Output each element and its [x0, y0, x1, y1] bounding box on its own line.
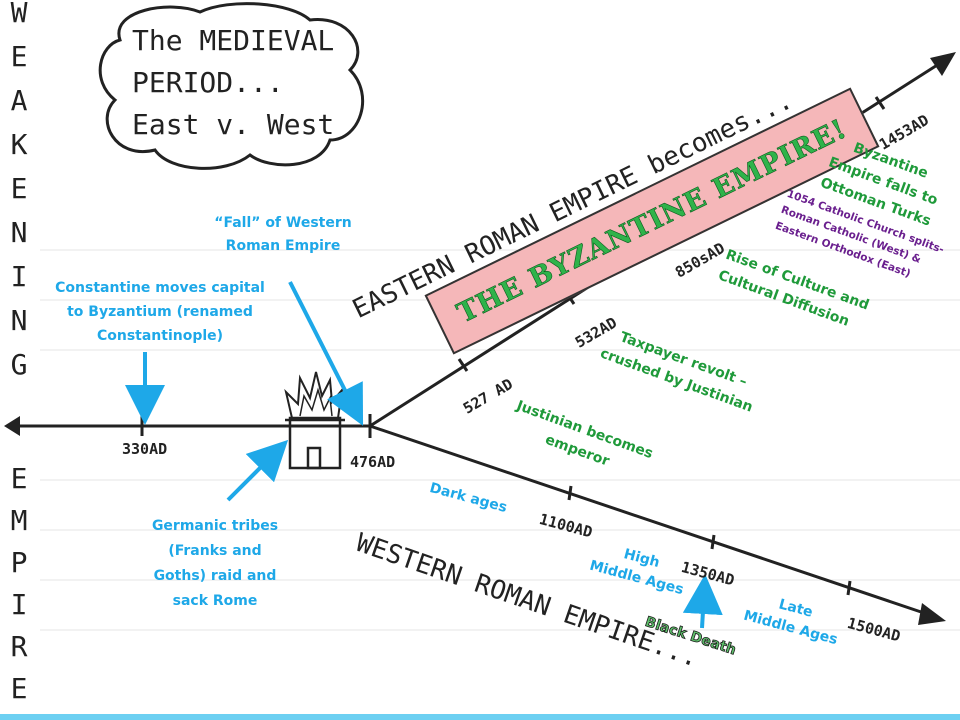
- west-arrowhead: [918, 603, 946, 625]
- side-letter-top-2: A: [10, 84, 28, 117]
- side-letter-bottom-4: R: [10, 630, 28, 663]
- cloud-line-1: The MEDIEVAL: [132, 24, 335, 57]
- side-letter-top-1: E: [10, 40, 28, 73]
- event-constantine: Constantine moves capital to Byzantium (…: [50, 276, 270, 348]
- side-letter-bottom-2: P: [10, 546, 28, 579]
- side-letter-top-6: I: [10, 260, 28, 293]
- event-germanic-line-4: sack Rome: [172, 593, 258, 609]
- side-letter-top-5: N: [10, 216, 28, 249]
- event-germanic-line-2: (Franks and: [168, 543, 262, 559]
- cloud-title: The MEDIEVAL PERIOD... East v. West: [132, 20, 334, 146]
- side-letter-bottom-5: E: [10, 672, 28, 705]
- side-letter-top-4: E: [10, 172, 28, 205]
- event-constantine-line-1: Constantine moves capital: [55, 280, 265, 296]
- side-letter-bottom-3: I: [10, 588, 28, 621]
- cloud-line-3: East v. West: [132, 108, 335, 141]
- blue-arrows: [125, 281, 723, 629]
- cloud-line-2: PERIOD...: [132, 66, 284, 99]
- side-letter-top-3: K: [10, 128, 28, 161]
- event-constantine-line-2: to Byzantium (renamed: [67, 304, 253, 320]
- event-fall-west: “Fall” of Western Roman Empire: [198, 212, 368, 258]
- date-476: 476AD: [350, 453, 396, 471]
- event-germanic-line-3: Goths) raid and: [153, 568, 277, 584]
- side-letter-top-7: N: [10, 304, 28, 337]
- event-germanic: Germanic tribes (Franks and Goths) raid …: [140, 514, 290, 614]
- event-germanic-line-1: Germanic tribes: [151, 518, 279, 534]
- side-letter-top-0: W: [10, 0, 28, 29]
- side-letter-bottom-1: M: [10, 504, 28, 537]
- date-330: 330AD: [122, 440, 168, 458]
- west-timeline: [369, 424, 931, 617]
- event-fall-west-line-2: Roman Empire: [225, 238, 341, 254]
- notebook-lines: [40, 249, 960, 631]
- east-arrowhead: [930, 52, 956, 76]
- event-constantine-line-3: Constantinople): [96, 328, 224, 344]
- left-arrowhead: [4, 416, 20, 436]
- side-letter-top-8: G: [10, 348, 28, 381]
- event-fall-west-line-1: “Fall” of Western: [214, 215, 352, 231]
- side-letter-bottom-0: E: [10, 462, 28, 495]
- burning-house: [284, 371, 345, 470]
- cloud-bubble: [98, 2, 365, 170]
